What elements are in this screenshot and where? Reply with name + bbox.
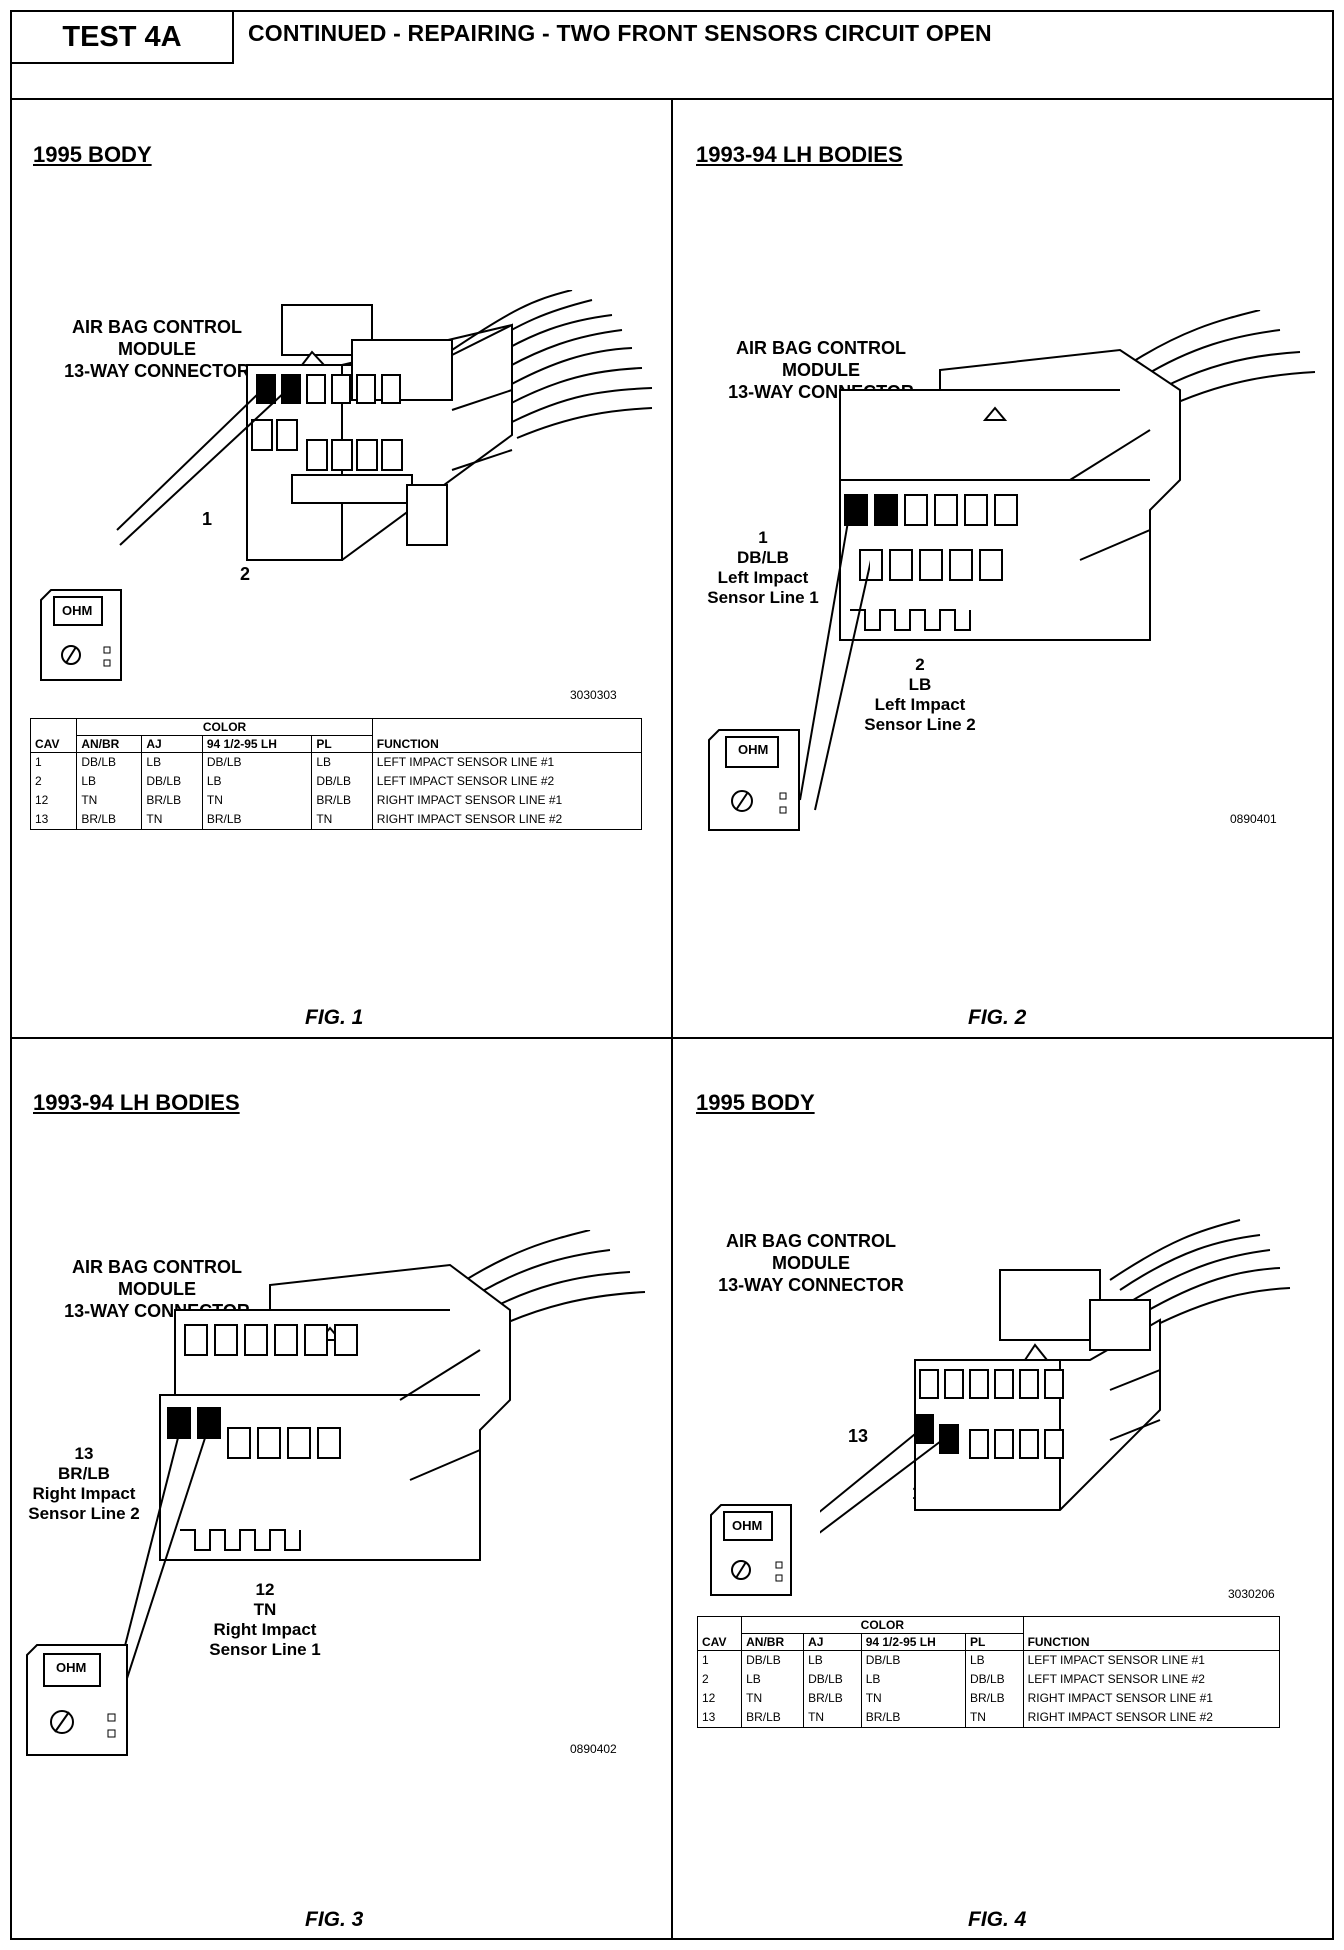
panel-3-figure-code: 0890402 <box>570 1742 617 1756</box>
panel-3-connector-drawing <box>159 1230 646 1561</box>
meter-2-display: OHM <box>738 742 769 757</box>
panel-2-test-leads <box>799 509 870 811</box>
panel-1-figure-caption: FIG. 1 <box>305 1006 364 1029</box>
panel-2-title: 1993-94 LH BODIES <box>696 142 903 167</box>
panel-3-title: 1993-94 LH BODIES <box>33 1090 240 1115</box>
panel-3-ohmmeter <box>26 1644 128 1756</box>
meter-1-display: OHM <box>62 603 93 618</box>
panel-2-connector-drawing <box>839 310 1316 641</box>
panel-1-pin-1: 1 <box>202 509 213 529</box>
panel-2-figure-code: 0890401 <box>1230 812 1277 826</box>
meter-3-display: OHM <box>56 1660 87 1675</box>
col-function: FUNCTION <box>371 718 643 753</box>
panel-3-figure-caption: FIG. 3 <box>305 1908 364 1931</box>
meter-4-display: OHM <box>732 1518 763 1533</box>
panel-1-title: 1995 BODY <box>33 142 152 167</box>
page-title: CONTINUED - REPAIRING - TWO FRONT SENSOR… <box>248 20 992 46</box>
col-cav: CAV <box>29 718 78 753</box>
panel-4-connector-drawing <box>820 1219 1291 1534</box>
panel-1-figure-code: 3030303 <box>570 688 617 702</box>
panel-2-figure-caption: FIG. 2 <box>968 1006 1027 1029</box>
page-header: TEST 4A CONTINUED - REPAIRING - TWO FRON… <box>10 10 1334 100</box>
panel-4-title: 1995 BODY <box>696 1090 815 1115</box>
panel-1-pin-2: 2 <box>240 564 251 584</box>
panel-4-figure-code: 3030206 <box>1228 1587 1275 1601</box>
panel-4-pin-13: 13 <box>848 1426 869 1446</box>
panel-1-connector-drawing <box>116 290 653 561</box>
panel-2-ohmmeter <box>708 729 800 831</box>
panel-4-ohmmeter <box>710 1504 792 1596</box>
panel-1-ohmmeter <box>40 589 122 681</box>
panel-4-figure-caption: FIG. 4 <box>968 1908 1027 1931</box>
panel-3-test-leads <box>114 1429 206 1701</box>
test-number: TEST 4A <box>12 12 234 64</box>
color-header: COLOR <box>76 718 373 736</box>
